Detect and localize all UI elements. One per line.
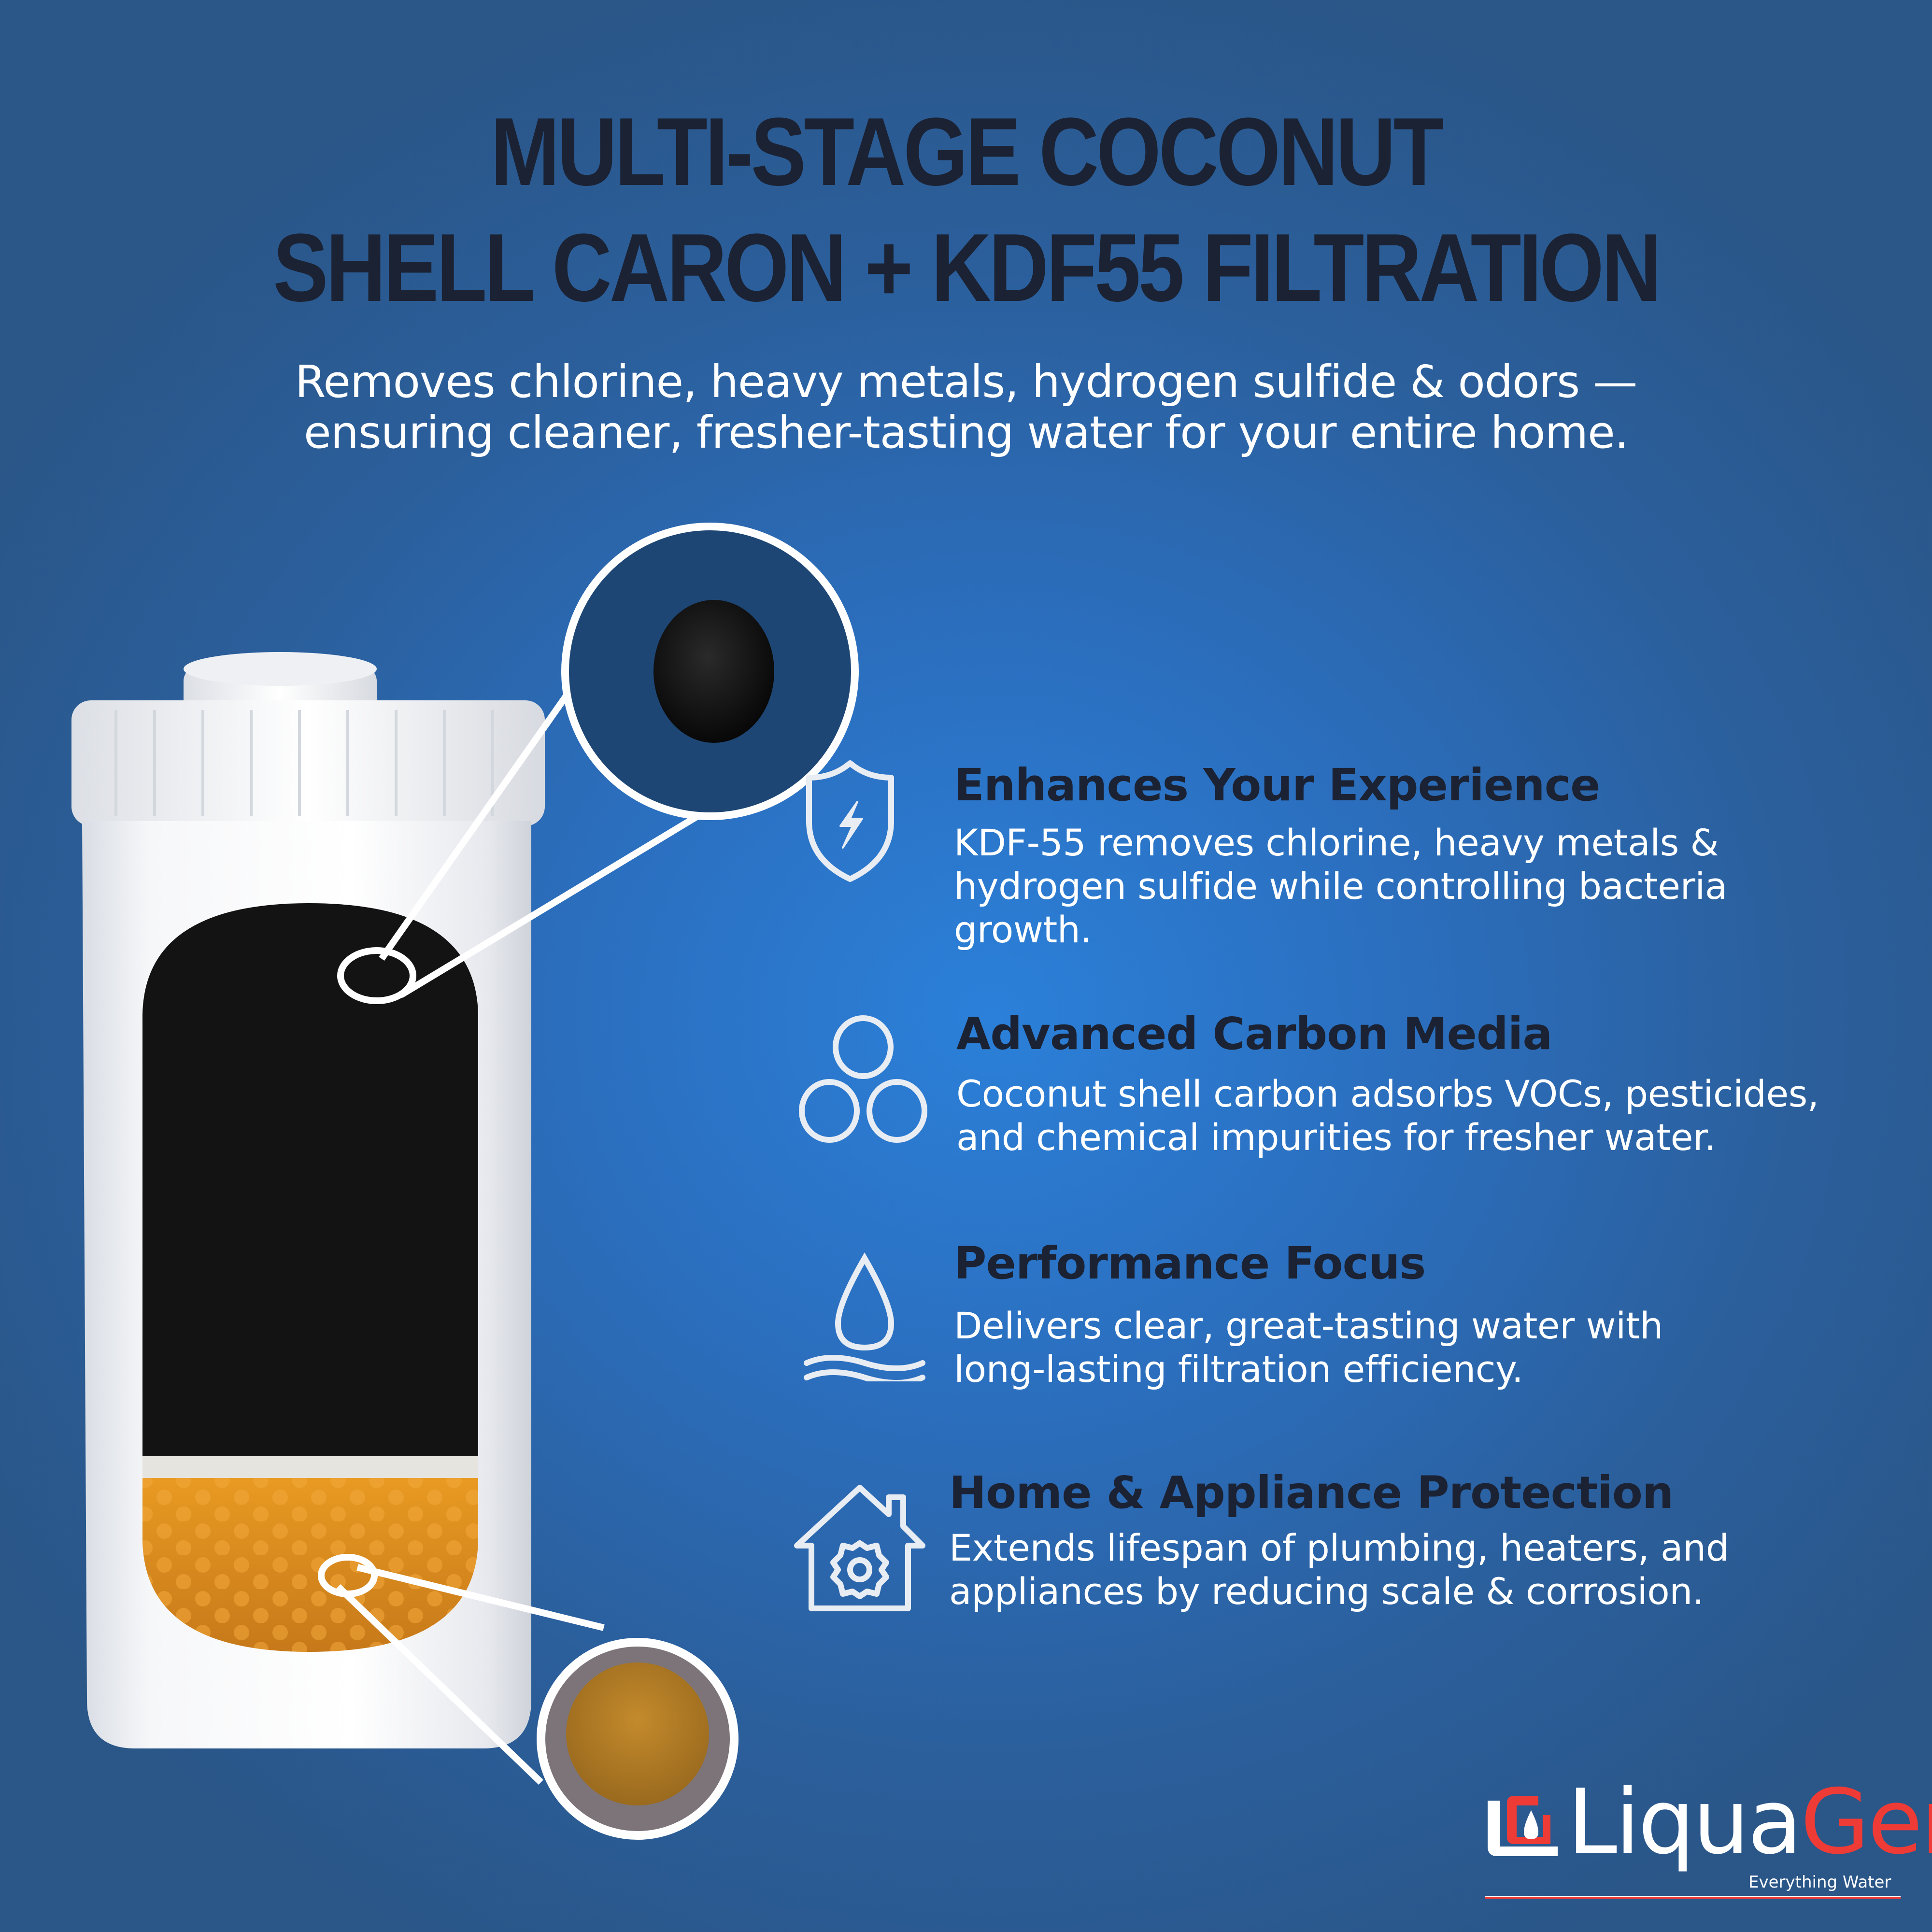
brand-mark-icon: [1488, 1796, 1558, 1856]
brand-tagline: Everything Water: [1748, 1873, 1891, 1892]
brand-name-gen: Gen: [1800, 1770, 1932, 1874]
subtitle-line1: Removes chlorine, heavy metals, hydrogen…: [295, 356, 1638, 408]
subtitle-line2: ensuring cleaner, fresher-tasting water …: [303, 407, 1629, 458]
water-drop-waves-icon: [802, 1251, 927, 1381]
feature-desc-experience: KDF-55 removes chlorine, heavy metals & …: [954, 821, 1728, 951]
three-circles-icon: [795, 1014, 935, 1145]
brand-underline-red: [1485, 1897, 1901, 1899]
feature-desc-carbon: Coconut shell carbon adsorbs VOCs, pesti…: [956, 1072, 1819, 1159]
brand-underline: [1485, 1896, 1901, 1897]
feature-title-protection: Home & Appliance Protection: [949, 1467, 1674, 1519]
house-gear-icon: [792, 1478, 927, 1613]
feature-desc-protection: Extends lifespan of plumbing, heaters, a…: [949, 1526, 1729, 1613]
brand-logo: LiquaGen Everything Water: [1483, 1770, 1932, 1899]
feature-title-experience: Enhances Your Experience: [954, 759, 1601, 811]
feature-title-performance: Performance Focus: [954, 1237, 1426, 1289]
page-title-line1: MULTI-STAGE COCONUT: [490, 98, 1444, 206]
feature-title-carbon: Advanced Carbon Media: [956, 1008, 1552, 1060]
shield-lightning-icon: [804, 758, 896, 884]
brand-name-liqua: Liqua: [1567, 1770, 1803, 1874]
page-title-line2: SHELL CARON + KDF55 FILTRATION: [273, 214, 1662, 322]
feature-desc-performance: Delivers clear, great-tasting water with…: [954, 1304, 1663, 1391]
